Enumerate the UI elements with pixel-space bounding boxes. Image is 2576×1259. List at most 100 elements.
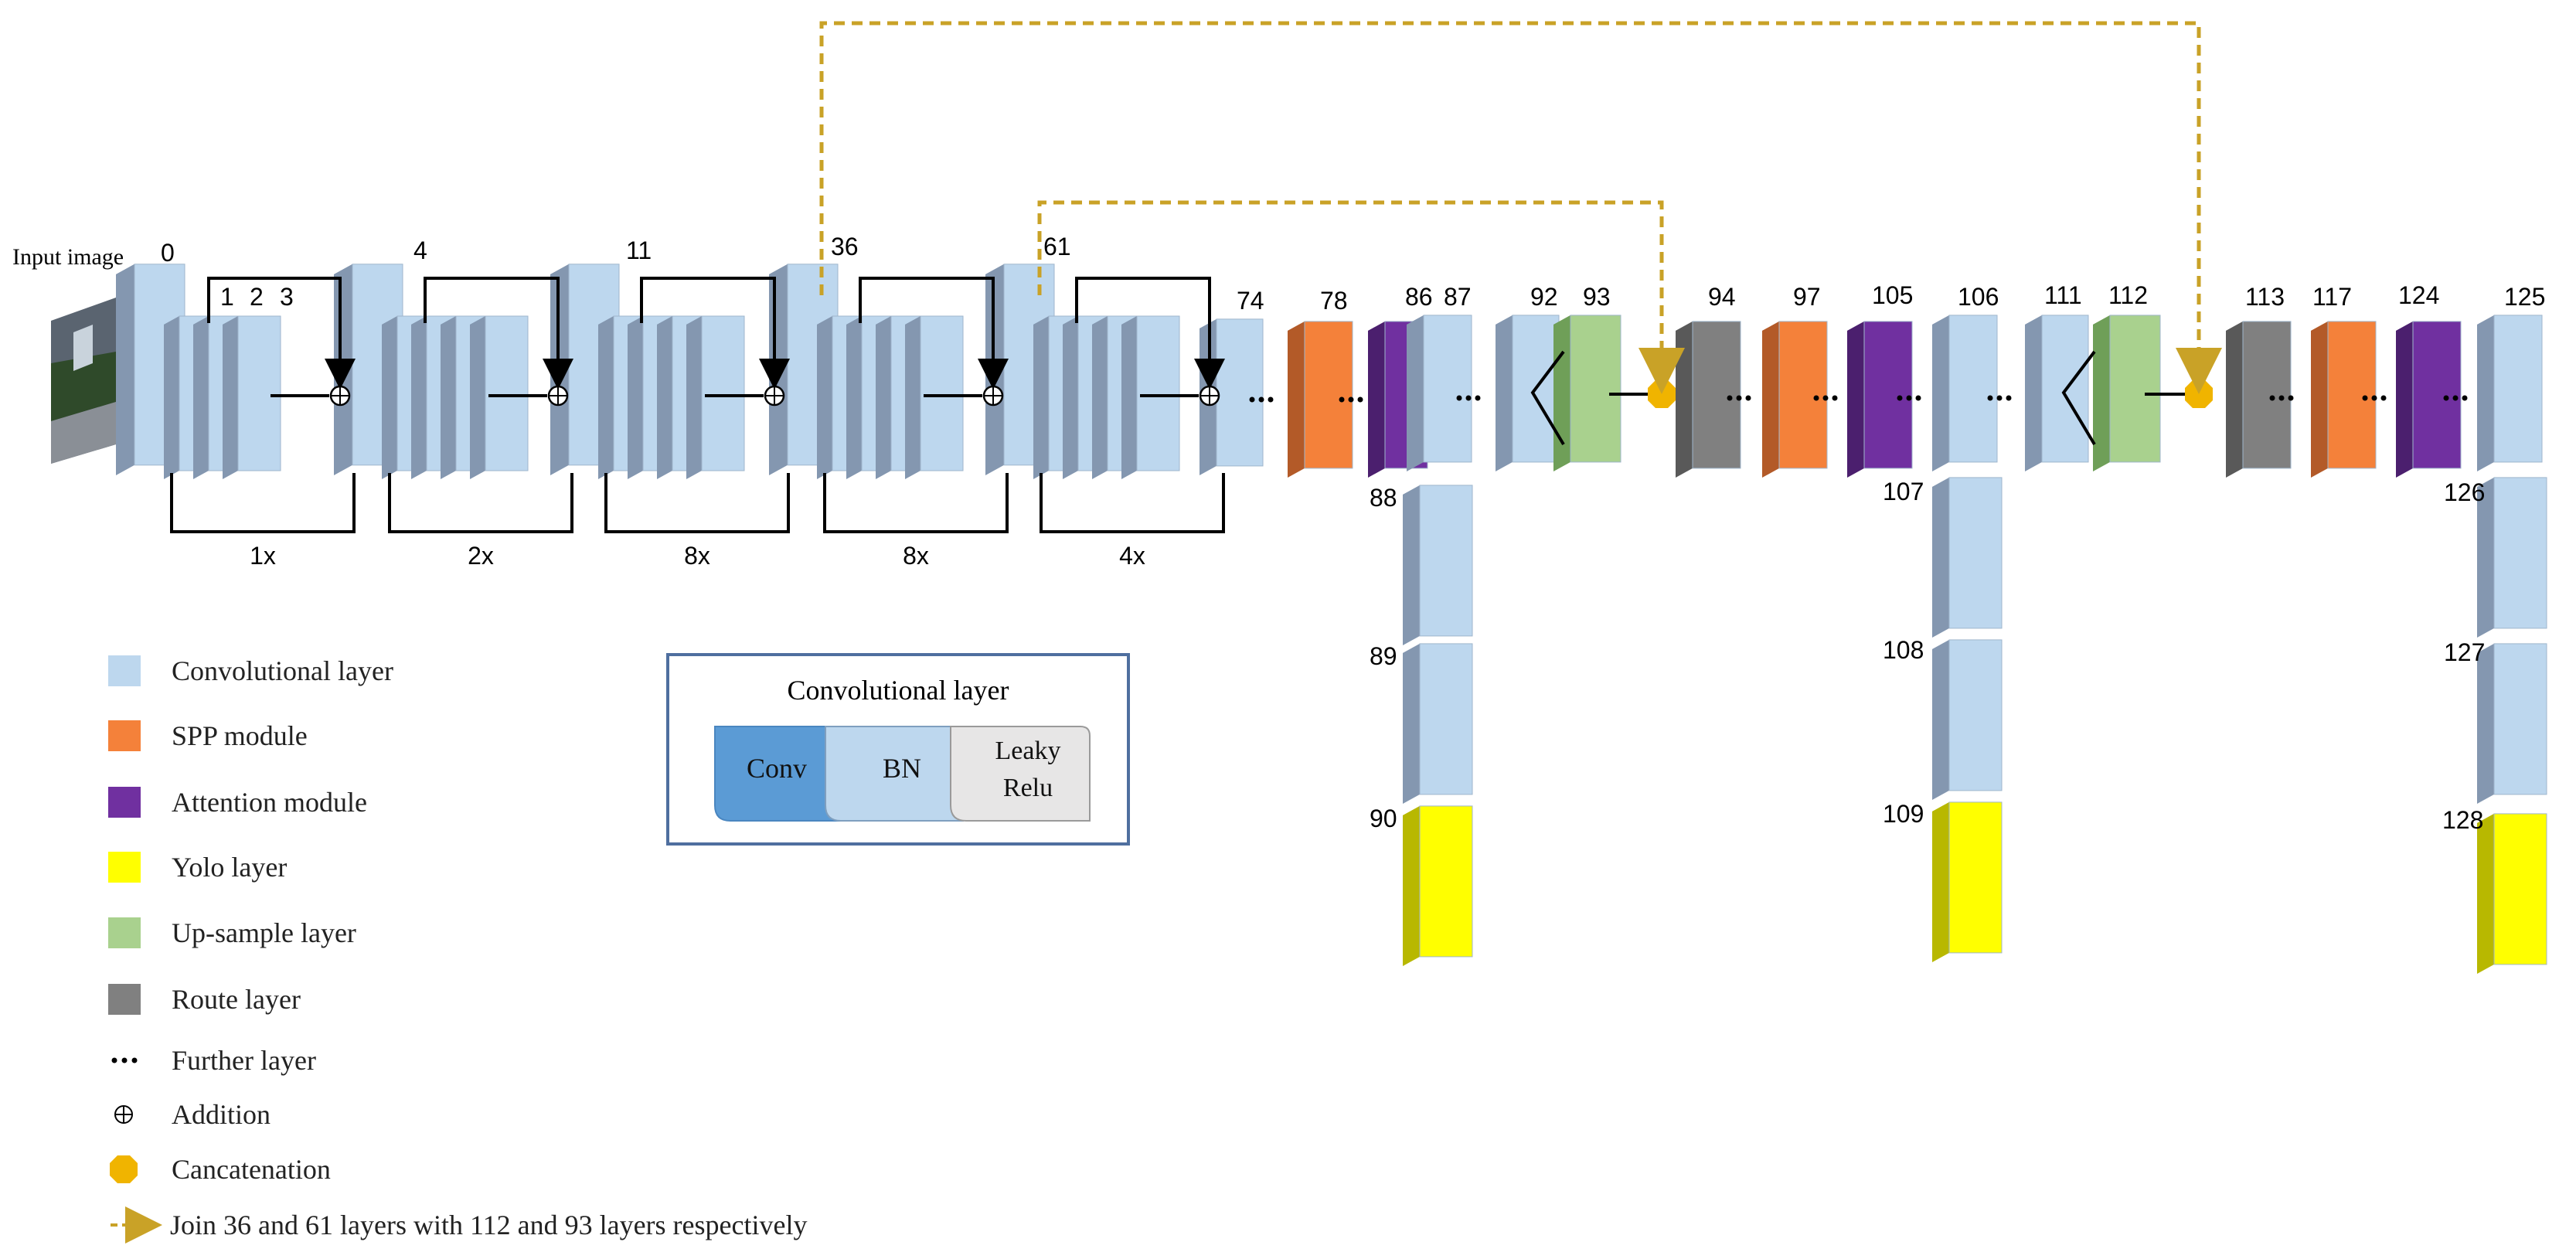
legend-label-spp: SPP module bbox=[172, 720, 308, 751]
backbone-block-3-conv-4 bbox=[905, 315, 964, 479]
legend-label-join: Join 36 and 61 layers with 112 and 93 la… bbox=[170, 1210, 807, 1240]
legend-item-upsample: Up-sample layer bbox=[108, 917, 356, 948]
legend-swatch-conv bbox=[108, 655, 141, 686]
join-line-61-to-93 bbox=[1037, 200, 1685, 394]
label-93: 93 bbox=[1583, 283, 1611, 311]
backbone-blocks bbox=[116, 264, 1180, 479]
further-layer-dot bbox=[1475, 395, 1481, 401]
route-split-1 bbox=[2061, 350, 2096, 446]
further-layer-dot bbox=[2278, 395, 2285, 401]
further-layer-dot bbox=[2362, 395, 2368, 401]
label-127: 127 bbox=[2444, 638, 2485, 666]
addition-icon bbox=[764, 385, 785, 407]
conv-block-title: Convolutional layer bbox=[788, 675, 1009, 706]
label-3: 3 bbox=[280, 283, 294, 311]
input-image-label: Input image bbox=[12, 244, 124, 270]
further-layer-dot bbox=[1822, 395, 1829, 401]
layer-89 bbox=[1403, 643, 1473, 804]
further-layer-dot bbox=[1258, 396, 1264, 403]
backbone-block-1-conv-4 bbox=[470, 315, 529, 479]
label-2: 2 bbox=[250, 283, 264, 311]
further-layer-dot bbox=[1736, 395, 1742, 401]
legend-label-yolo: Yolo layer bbox=[172, 852, 287, 883]
legend-item-further: Further layer bbox=[111, 1045, 316, 1076]
further-layer-dot bbox=[1987, 395, 1993, 401]
layer-107 bbox=[1932, 477, 2003, 638]
layer-97-spp bbox=[1762, 321, 1828, 478]
label-108: 108 bbox=[1883, 636, 1924, 664]
layer-125 bbox=[2477, 315, 2543, 471]
repeat-bracket-3 bbox=[823, 473, 1009, 533]
further-layer-dot bbox=[2443, 395, 2449, 401]
backbone-block-0-conv-3 bbox=[223, 315, 281, 479]
conv-block-box: Convolutional layer Conv BN Leaky Relu bbox=[666, 653, 1130, 846]
further-layer-dot bbox=[2371, 395, 2377, 401]
label-92: 92 bbox=[1530, 283, 1558, 311]
layer-111 bbox=[2025, 315, 2089, 471]
backbone-block-2-conv-4 bbox=[686, 315, 745, 479]
legend-swatch-upsample bbox=[108, 917, 141, 948]
layer-106 bbox=[1932, 315, 1998, 471]
label-126: 126 bbox=[2444, 478, 2485, 506]
label-109: 109 bbox=[1883, 800, 1924, 828]
skip-connection-4 bbox=[1075, 277, 1225, 390]
layer-126 bbox=[2477, 477, 2547, 638]
conv-block-relu-label-line1: Leaky bbox=[995, 737, 1061, 765]
conv-block-conv bbox=[714, 726, 843, 822]
repeat-label-0: 1x bbox=[250, 542, 276, 570]
neck-and-head-layers bbox=[1200, 315, 2547, 974]
join-connections bbox=[819, 21, 2222, 394]
further-layer-dot bbox=[1727, 395, 1733, 401]
legend-item-conv: Convolutional layer bbox=[108, 655, 393, 686]
further-layer-dot bbox=[2006, 395, 2012, 401]
label-11: 11 bbox=[626, 236, 652, 264]
skip-connection-0 bbox=[207, 277, 356, 390]
join-line-36-to-112 bbox=[819, 21, 2222, 394]
further-layer-dot bbox=[1813, 395, 1819, 401]
layer-117-spp bbox=[2311, 321, 2377, 478]
legend-label-attention: Attention module bbox=[172, 787, 367, 818]
label-78: 78 bbox=[1320, 287, 1348, 315]
legend-item-addition: Addition bbox=[114, 1099, 271, 1130]
conv-block-bn-label: BN bbox=[883, 753, 921, 784]
label-97: 97 bbox=[1793, 283, 1821, 311]
further-layer-dot bbox=[1268, 396, 1274, 403]
further-layer-dot bbox=[1832, 395, 1838, 401]
further-layer-dot bbox=[1906, 395, 1912, 401]
layer-92 bbox=[1496, 315, 1560, 471]
legend-label-conv: Convolutional layer bbox=[172, 655, 393, 686]
further-layer-dot bbox=[1915, 395, 1921, 401]
label-1: 1 bbox=[220, 283, 234, 311]
repeat-label-3: 8x bbox=[903, 542, 929, 570]
layer-112-upsample bbox=[2093, 315, 2161, 471]
layer-90-yolo bbox=[1403, 805, 1473, 966]
label-87: 87 bbox=[1444, 283, 1472, 311]
legend-item-spp: SPP module bbox=[108, 720, 308, 751]
addition-icon bbox=[982, 385, 1004, 407]
label-4: 4 bbox=[413, 236, 427, 264]
further-layer-dot bbox=[1465, 395, 1472, 401]
further-layer-dot bbox=[1249, 396, 1255, 403]
repeat-label-1: 2x bbox=[468, 542, 494, 570]
legend-item-concat: Cancatenation bbox=[110, 1154, 331, 1185]
layer-109-yolo bbox=[1932, 801, 2003, 962]
legend-swatch-spp bbox=[108, 720, 141, 751]
label-117: 117 bbox=[2312, 283, 2352, 311]
legend-swatch-attention bbox=[108, 787, 141, 818]
skip-connection-3 bbox=[859, 277, 1009, 390]
legend-item-join: Join 36 and 61 layers with 112 and 93 la… bbox=[111, 1206, 807, 1244]
label-36: 36 bbox=[831, 233, 859, 260]
input-image bbox=[51, 298, 116, 464]
legend-label-concat: Cancatenation bbox=[172, 1154, 331, 1185]
legend-item-yolo: Yolo layer bbox=[108, 852, 287, 883]
legend-item-attention: Attention module bbox=[108, 787, 367, 818]
further-layer-dot bbox=[1456, 395, 1462, 401]
further-layer-dot bbox=[1348, 396, 1354, 403]
label-74: 74 bbox=[1237, 287, 1264, 315]
conv-block-bn bbox=[825, 726, 964, 822]
layer-88 bbox=[1403, 485, 1473, 645]
legend-label-addition: Addition bbox=[172, 1099, 271, 1130]
legend-label-route: Route layer bbox=[172, 984, 301, 1015]
